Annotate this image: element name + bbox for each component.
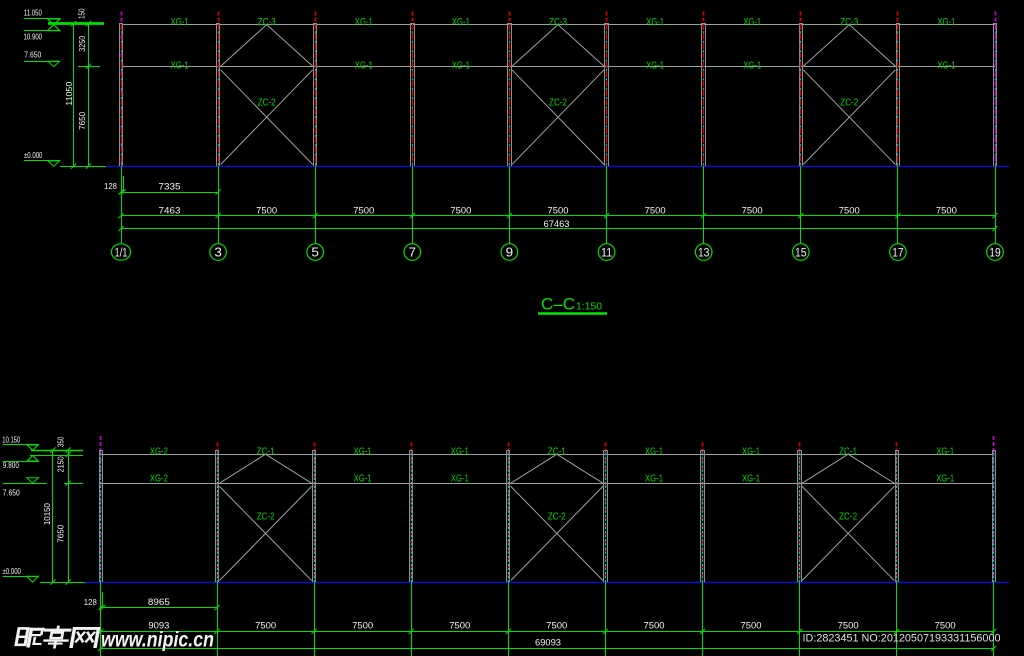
svg-text:9: 9 — [506, 245, 514, 260]
svg-text:7500: 7500 — [450, 205, 471, 215]
svg-text:7335: 7335 — [159, 181, 181, 191]
svg-text:XG-1: XG-1 — [645, 447, 663, 458]
svg-text:11.050: 11.050 — [24, 9, 42, 18]
svg-text:ZC-3: ZC-3 — [549, 17, 567, 28]
svg-text:XG-1: XG-1 — [452, 61, 470, 72]
svg-text:XG-1: XG-1 — [743, 17, 761, 28]
svg-text:7500: 7500 — [548, 205, 569, 215]
svg-text:XG-1: XG-1 — [355, 17, 373, 28]
svg-text:7500: 7500 — [838, 621, 859, 631]
svg-text:350: 350 — [55, 436, 65, 447]
svg-text:10150: 10150 — [42, 503, 52, 525]
svg-text:ZC-2: ZC-2 — [257, 511, 275, 522]
svg-text:C–C: C–C — [541, 295, 575, 314]
svg-text:69093: 69093 — [535, 637, 561, 647]
svg-text:XG-1: XG-1 — [355, 61, 373, 72]
svg-text:ZC-2: ZC-2 — [549, 97, 567, 108]
svg-text:7.650: 7.650 — [24, 51, 41, 60]
svg-text:1:150: 1:150 — [576, 301, 602, 313]
svg-text:XG-1: XG-1 — [451, 474, 469, 485]
svg-text:XG-1: XG-1 — [646, 61, 664, 72]
svg-text:19: 19 — [989, 246, 1001, 260]
svg-text:XG-2: XG-2 — [150, 474, 168, 485]
svg-text:XG-1: XG-1 — [645, 474, 663, 485]
svg-text:XG-1: XG-1 — [742, 447, 760, 458]
svg-text:ZC-3: ZC-3 — [258, 17, 276, 28]
svg-text:7500: 7500 — [449, 621, 470, 631]
svg-text:9.800: 9.800 — [3, 461, 19, 470]
svg-text:±0.000: ±0.000 — [24, 151, 43, 160]
svg-text:7500: 7500 — [936, 205, 957, 215]
svg-text:13: 13 — [698, 246, 710, 260]
svg-text:ZC-2: ZC-2 — [839, 511, 857, 522]
svg-text:9093: 9093 — [148, 621, 169, 631]
svg-text:XG-1: XG-1 — [354, 474, 372, 485]
svg-text:XG-1: XG-1 — [937, 17, 955, 28]
svg-text:1/1: 1/1 — [115, 247, 128, 259]
svg-text:7650: 7650 — [55, 524, 65, 542]
svg-text:XG-1: XG-1 — [171, 17, 189, 28]
svg-text:7500: 7500 — [255, 621, 276, 631]
svg-text:3250: 3250 — [77, 36, 87, 52]
svg-text:ZC-1: ZC-1 — [839, 447, 857, 458]
svg-text:XG-1: XG-1 — [646, 17, 664, 28]
svg-text:7500: 7500 — [644, 621, 665, 631]
svg-text:XG-1: XG-1 — [936, 447, 954, 458]
svg-text:XG-1: XG-1 — [171, 61, 189, 72]
svg-text:7500: 7500 — [742, 205, 763, 215]
svg-text:7500: 7500 — [353, 205, 374, 215]
svg-text:XG-1: XG-1 — [937, 61, 955, 72]
svg-text:XG-1: XG-1 — [452, 17, 470, 28]
svg-text:XG-1: XG-1 — [936, 474, 954, 485]
svg-text:XG-1: XG-1 — [742, 474, 760, 485]
svg-text:7.650: 7.650 — [3, 489, 20, 498]
svg-text:XG-1: XG-1 — [743, 61, 761, 72]
svg-text:11050: 11050 — [64, 81, 74, 105]
svg-text:7500: 7500 — [256, 205, 277, 215]
svg-text:11: 11 — [601, 246, 613, 260]
svg-text:XG-1: XG-1 — [451, 447, 469, 458]
svg-text:ZC-2: ZC-2 — [840, 97, 858, 108]
svg-text:67463: 67463 — [544, 219, 570, 229]
svg-text:7500: 7500 — [839, 205, 860, 215]
svg-text:7463: 7463 — [159, 205, 181, 215]
svg-text:7650: 7650 — [77, 112, 87, 130]
svg-text:XG-1: XG-1 — [354, 447, 372, 458]
svg-text:7: 7 — [409, 245, 417, 260]
svg-text:ZC-1: ZC-1 — [257, 447, 275, 458]
svg-text:7500: 7500 — [645, 205, 666, 215]
svg-text:7500: 7500 — [935, 621, 956, 631]
svg-text:ZC-1: ZC-1 — [548, 447, 566, 458]
svg-text:150: 150 — [77, 8, 87, 19]
svg-text:5: 5 — [311, 245, 319, 260]
svg-text:7500: 7500 — [352, 621, 373, 631]
svg-text:www.nipic.cn: www.nipic.cn — [101, 628, 214, 651]
svg-text:10.900: 10.900 — [24, 33, 43, 42]
svg-text:128: 128 — [84, 597, 97, 607]
svg-text:±0.000: ±0.000 — [2, 567, 21, 576]
svg-text:7500: 7500 — [546, 621, 567, 631]
svg-text:ZC-2: ZC-2 — [548, 511, 566, 522]
svg-text:3: 3 — [214, 245, 222, 260]
svg-text:15: 15 — [795, 246, 807, 260]
svg-text:XG-2: XG-2 — [150, 447, 168, 458]
svg-text:ID:2823451 NO:2012050719333115: ID:2823451 NO:20120507193331156000 — [803, 632, 1001, 644]
svg-text:17: 17 — [892, 246, 904, 260]
svg-text:8965: 8965 — [148, 597, 170, 607]
svg-text:ZC-2: ZC-2 — [258, 97, 276, 108]
svg-text:7500: 7500 — [741, 621, 762, 631]
svg-text:ZC-3: ZC-3 — [840, 17, 858, 28]
svg-text:10.150: 10.150 — [2, 435, 20, 444]
svg-text:2150: 2150 — [55, 456, 65, 472]
svg-text:128: 128 — [104, 181, 117, 191]
